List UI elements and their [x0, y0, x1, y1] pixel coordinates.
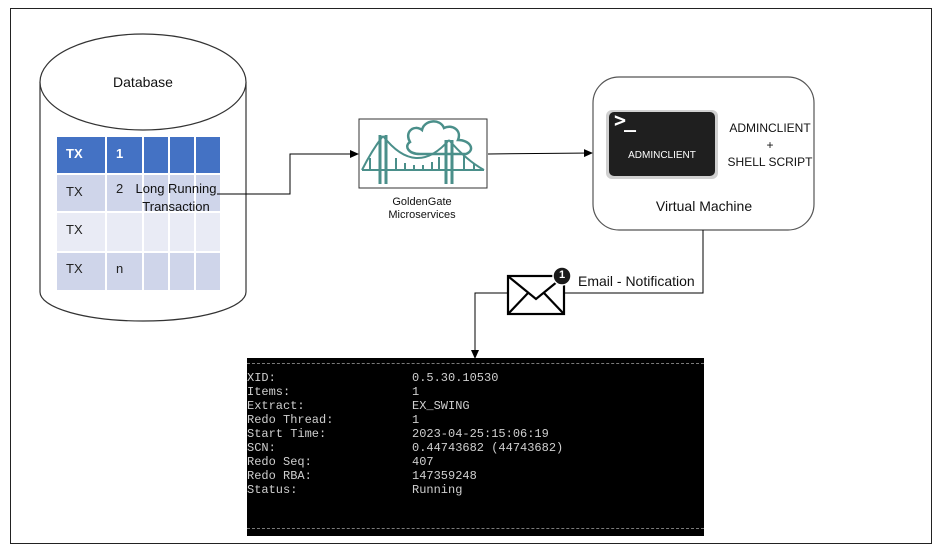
table-row-1-col1: TX [66, 146, 83, 161]
terminal-key: XID: [247, 371, 276, 385]
table-row-1-col2: 1 [116, 146, 124, 161]
terminal-value: 2023-04-25:15:06:19 [412, 427, 549, 441]
terminal-key: Extract: [247, 399, 305, 413]
terminal-value: Running [412, 483, 463, 497]
vm-side-line2: + [766, 138, 774, 152]
terminal-key: SCN: [247, 441, 276, 455]
long-running-transaction-label: Long Running Transaction [130, 180, 222, 216]
vm-side-line3: SHELL SCRIPT [727, 155, 813, 169]
terminal-value: 147359248 [412, 469, 477, 483]
vm-side-line1: ADMINCLIENT [729, 121, 811, 135]
transaction-table [57, 137, 220, 290]
virtual-machine-title: Virtual Machine [655, 198, 753, 214]
diagram-frame [10, 8, 932, 544]
vm-side-text: ADMINCLIENT + SHELL SCRIPT [724, 120, 816, 171]
table-row-4-col1: TX [66, 261, 83, 276]
terminal-key: Status: [247, 483, 298, 497]
table-row-2-col1: TX [66, 184, 83, 199]
arrow-db-to-goldengate [217, 150, 359, 195]
goldengate-caption-line2: Microservices [388, 209, 456, 221]
terminal-value: 407 [412, 455, 434, 469]
terminal-key: Redo Seq: [247, 455, 312, 469]
arrow-goldengate-to-vm [487, 149, 593, 158]
long-running-label-line2: Transaction [142, 199, 210, 214]
terminal-icon-label: ADMINCLIENT [628, 150, 696, 161]
terminal-value: 1 [412, 385, 420, 399]
table-row-4-col2: n [116, 261, 124, 276]
terminal-output: XID: 0.5.30.10530 Items: 1 Extract: EX_SWIN… [247, 358, 704, 536]
database-title: Database [113, 74, 173, 90]
terminal-value: 0.44743682 (44743682) [412, 441, 564, 455]
terminal-value: 1 [412, 413, 420, 427]
terminal-value: 0.5.30.10530 [412, 371, 499, 385]
adminclient-terminal-icon [606, 110, 718, 179]
table-row-3-col1: TX [66, 222, 83, 237]
terminal-bottom-divider [247, 528, 704, 529]
terminal-key: Redo Thread: [247, 413, 334, 427]
goldengate-caption-line1: GoldenGate [392, 196, 452, 208]
table-row-2-col2: 2 [116, 181, 124, 196]
goldengate-caption: GoldenGate Microservices [372, 196, 472, 222]
terminal-key: Redo RBA: [247, 469, 312, 483]
terminal-key: Items: [247, 385, 291, 399]
goldengate-logo [358, 118, 488, 189]
terminal-value: EX_SWING [412, 399, 470, 413]
terminal-key: Start Time: [247, 427, 327, 441]
notification-badge-count: 1 [558, 269, 566, 281]
terminal-top-divider [247, 363, 704, 364]
long-running-label-line1: Long Running [135, 181, 217, 196]
email-notification-label: Email - Notification [578, 273, 695, 289]
arrow-vm-to-terminal [471, 230, 704, 359]
terminal-prompt: >_ [614, 108, 636, 132]
notification-badge [552, 266, 572, 286]
